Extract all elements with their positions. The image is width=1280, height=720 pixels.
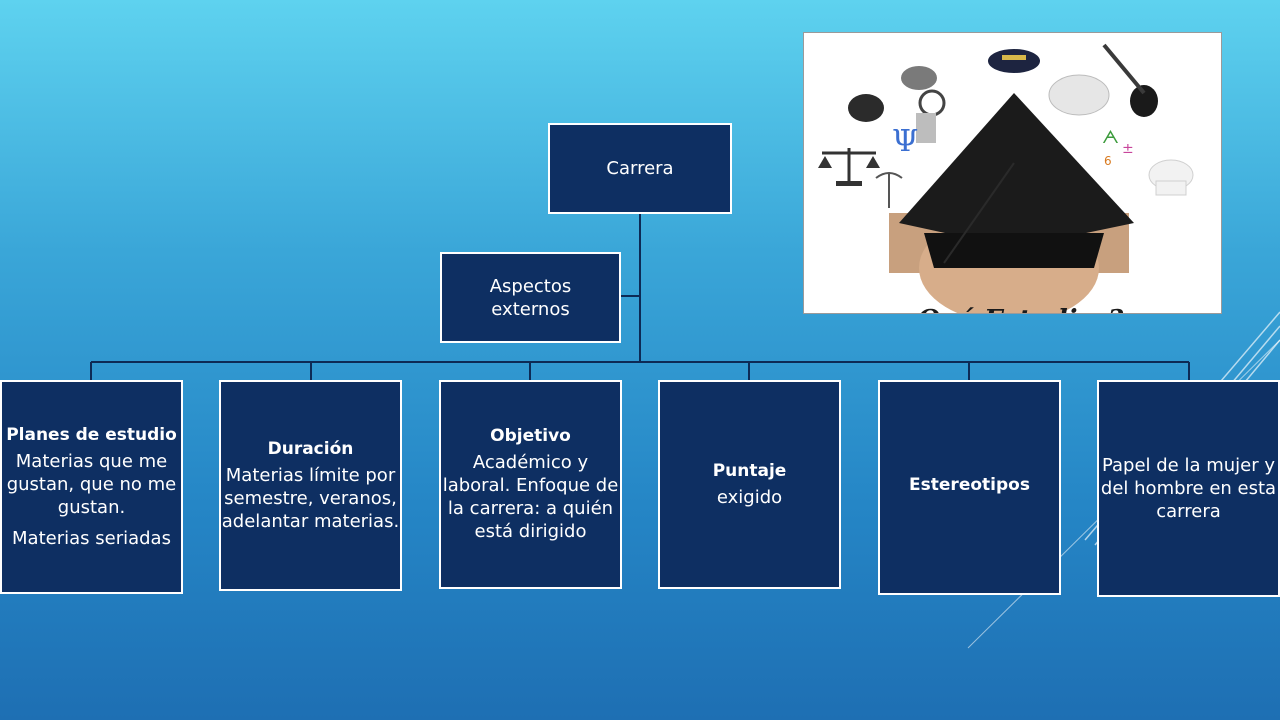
child-node-title: Objetivo <box>490 426 571 446</box>
child-node-text-2: Materias seriadas <box>12 527 171 549</box>
psi-icon: Ψ <box>892 124 918 159</box>
side-node-label: Aspectos externos <box>489 275 572 320</box>
side-node-aspectos-externos: Aspectos externos <box>440 252 621 343</box>
child-node-title: Planes de estudio <box>6 424 177 445</box>
child-node-puntaje: Puntaje exigido <box>658 380 841 589</box>
child-node-title: Puntaje <box>712 460 787 481</box>
child-node-text: Papel de la mujer y del hombre en esta c… <box>1100 455 1277 522</box>
illustration-caption: ¿Qué Estudiar? <box>804 305 1221 313</box>
helmet-icon <box>848 94 884 122</box>
child-node-estereotipos: Estereotipos <box>878 380 1061 595</box>
svg-text:6: 6 <box>1104 154 1112 168</box>
child-node-title: Estereotipos <box>909 475 1030 495</box>
child-node-text: Materias límite por semestre, veranos, a… <box>221 464 400 532</box>
graduation-illustration: Ψ ᗅ ± 6 <box>818 43 1194 313</box>
pilot-hat-icon <box>988 49 1040 73</box>
child-node-title: Duración <box>267 438 354 459</box>
guitar-icon <box>1130 85 1158 117</box>
root-node-label: Carrera <box>606 158 674 179</box>
detective-icon <box>901 66 937 90</box>
child-node-planes-de-estudio: Planes de estudio Materias que me gustan… <box>0 380 183 594</box>
child-node-duracion: Duración Materias límite por semestre, v… <box>219 380 402 591</box>
child-node-text: Materias que me gustan, que no me gustan… <box>6 450 177 518</box>
hard-hat-icon <box>1048 74 1110 116</box>
child-node-papel: Papel de la mujer y del hombre en esta c… <box>1097 380 1280 597</box>
que-estudiar-illustration: Ψ ᗅ ± 6 ¿Qué Estudiar? <box>803 32 1222 314</box>
child-node-text: exigido <box>716 486 783 508</box>
svg-text:±: ± <box>1122 141 1134 157</box>
child-node-text: Académico y laboral. Enfoque de la carre… <box>442 452 619 542</box>
child-node-objetivo: Objetivo Académico y laboral. Enfoque de… <box>439 380 622 589</box>
root-node-carrera: Carrera <box>548 123 732 214</box>
math-symbols-icon: ᗅ <box>1102 127 1119 148</box>
